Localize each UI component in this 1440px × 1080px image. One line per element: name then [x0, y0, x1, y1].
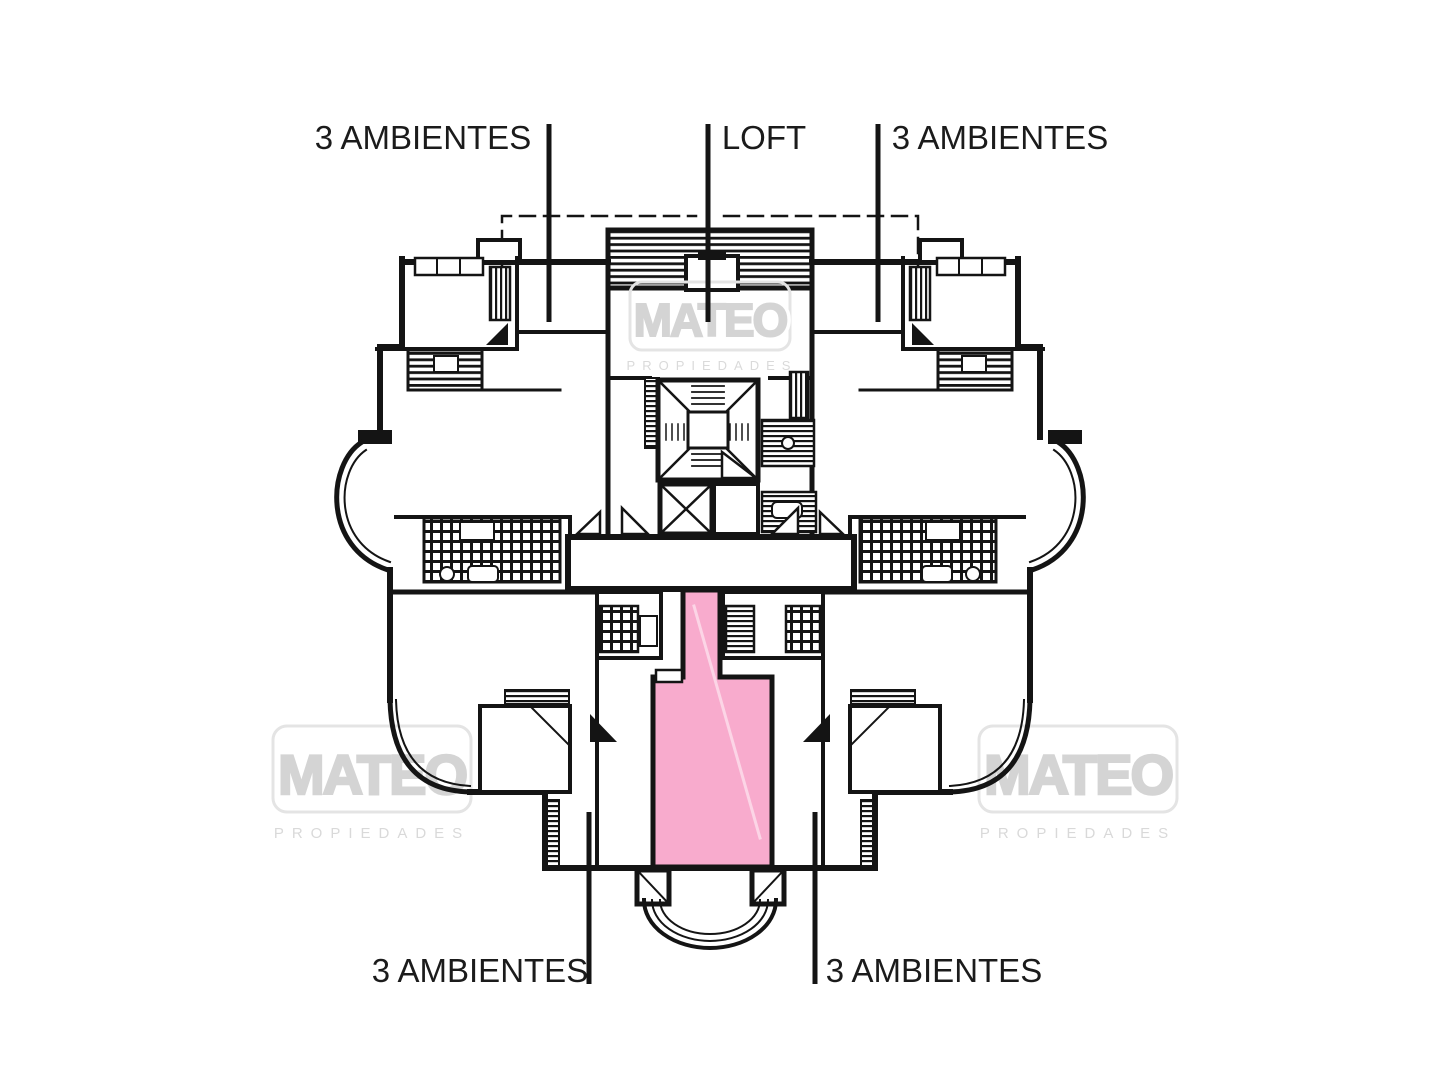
watermark-left: MATEO PROPIEDADES	[271, 724, 473, 842]
leader-lines	[546, 124, 881, 984]
kitchen-mid-right	[858, 516, 998, 584]
watermark-center-brand: MATEO	[634, 294, 787, 346]
central-hall	[565, 534, 857, 592]
unit-label-top-right: 3 AMBIENTES	[892, 119, 1108, 156]
door-swing-icon	[803, 714, 830, 742]
highlight-door-sill	[654, 668, 684, 684]
door-swing-icon	[818, 509, 847, 536]
unit-label-bottom-left: 3 AMBIENTES	[372, 952, 588, 989]
highlight-fold-line	[692, 604, 762, 840]
watermark-right-brand: MATEO	[984, 743, 1172, 806]
wardrobe-right	[908, 265, 932, 322]
watermark-right-border	[977, 724, 1179, 814]
balcony-bottom-center	[634, 867, 787, 950]
door-swing-icon	[768, 504, 800, 536]
wing-lower-left	[387, 689, 878, 871]
watermark-center: MATEO MATEO	[628, 280, 793, 352]
kitchen-mid-left	[422, 516, 562, 584]
balcony-arc-left	[387, 697, 473, 795]
watermark-left-brand: MATEO	[278, 743, 466, 806]
wardrobe-left	[488, 265, 512, 322]
service-shafts	[760, 370, 818, 534]
unit-label-top-center: LOFT	[722, 119, 806, 156]
bath-cluster-left	[595, 590, 663, 660]
unit-labels: 3 AMBIENTES LOFT 3 AMBIENTES 3 AMBIENTES…	[315, 119, 1108, 989]
door-swing-icon	[573, 509, 602, 536]
door-swing-icon	[912, 323, 934, 345]
kitchen-counter-upper-right	[936, 348, 1014, 392]
watermark-right-tagline: PROPIEDADES	[980, 825, 1176, 842]
balcony-arc-right	[947, 697, 1033, 795]
unit-label-top-left: 3 AMBIENTES	[315, 119, 531, 156]
elevator	[657, 449, 760, 537]
door-swing-icon	[620, 504, 652, 536]
balcony-bay-left	[334, 430, 392, 574]
watermark-center-tagline: PROPIEDADES	[627, 358, 798, 373]
stair-core	[644, 377, 761, 483]
watermark-center-brand-halo: MATEO	[634, 294, 787, 346]
door-swing-icon	[486, 323, 508, 345]
bath-cluster-right	[721, 590, 825, 660]
kitchen-counter-upper-left	[406, 348, 484, 392]
balcony-bay-right	[1028, 430, 1086, 574]
floor-plan	[334, 214, 1086, 950]
door-swing-icon	[590, 714, 617, 742]
wing-lower-right	[848, 689, 1033, 871]
watermark-right: MATEO PROPIEDADES	[977, 724, 1179, 842]
watermark-left-border	[271, 724, 473, 814]
unit-label-bottom-right: 3 AMBIENTES	[826, 952, 1042, 989]
watermark-left-tagline: PROPIEDADES	[274, 825, 470, 842]
